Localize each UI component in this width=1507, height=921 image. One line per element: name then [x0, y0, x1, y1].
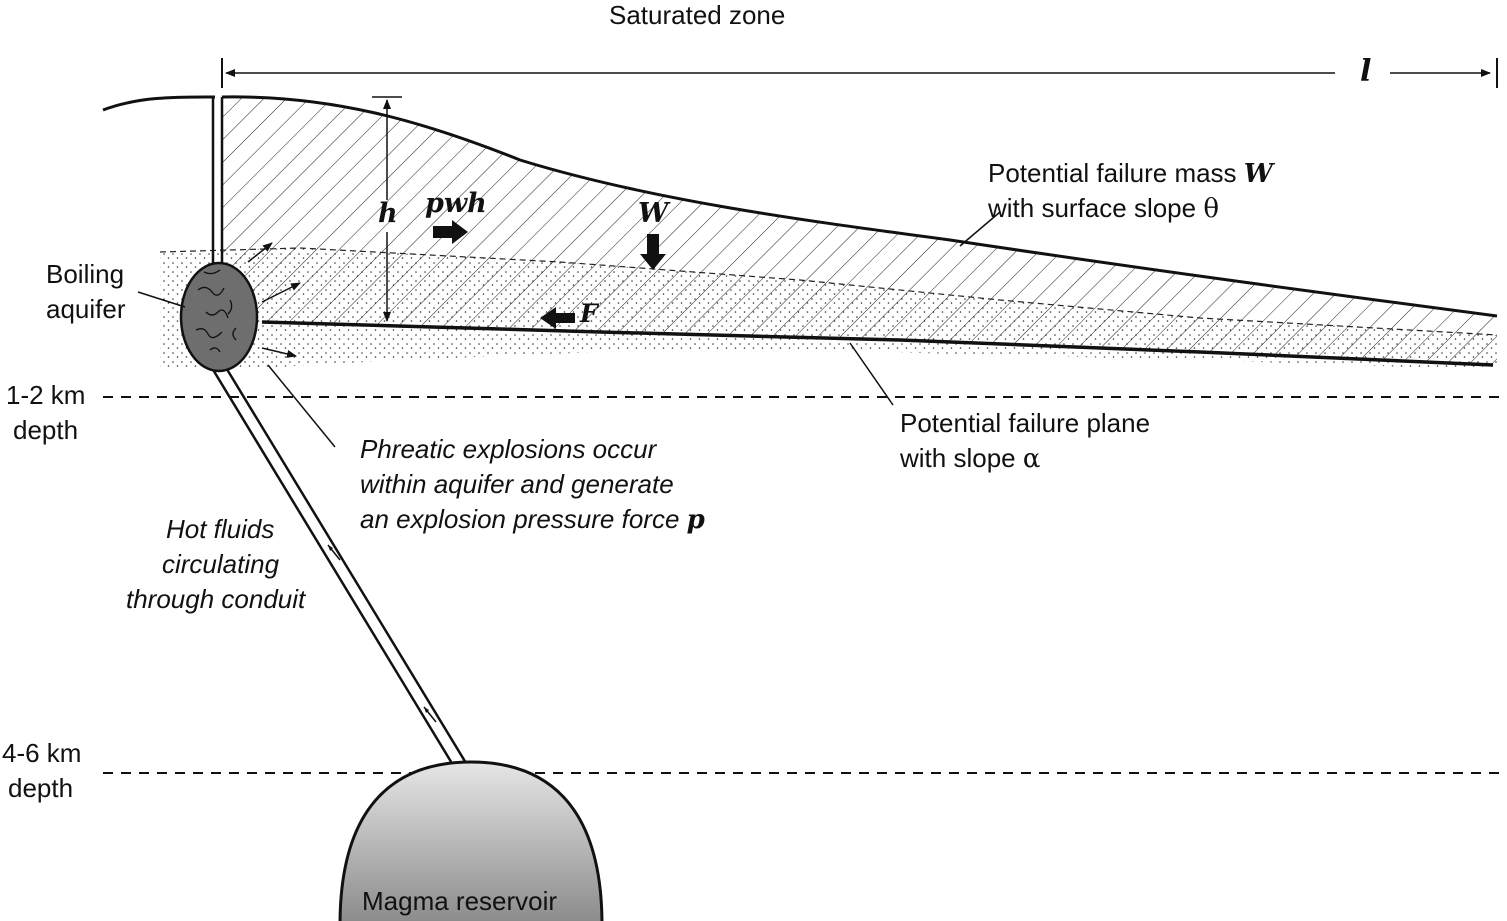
conduit-lower-right: [223, 365, 468, 764]
failure-mass-surface-line: [221, 95, 1498, 318]
phreatic-line-1: Phreatic explosions occur: [360, 434, 657, 464]
theta-symbol: θ: [1203, 194, 1219, 224]
saturated-zone-label: Saturated zone: [609, 0, 786, 30]
depth-4-6-depth-label: depth: [8, 773, 74, 803]
pressure-symbol: p: [686, 505, 705, 535]
depth-1-2-km-label: 1-2 km: [6, 380, 86, 410]
boiling-label: Boiling: [46, 259, 125, 289]
failure-plane-slope-label: with slope α: [900, 441, 1040, 477]
boiling-aquifer: [179, 261, 259, 373]
fluid-arrow-upper-head: [328, 545, 333, 551]
surface-slope-text: with surface slope: [988, 193, 1204, 223]
pwh-force-arrow: [433, 220, 468, 244]
hot-fluids-line-2: circulating: [162, 549, 280, 579]
failure-mass-hatched: [222, 96, 1497, 365]
friction-symbol: F: [580, 299, 598, 328]
aquifer-texture: [195, 269, 237, 353]
failure-mass-symbol: W: [1243, 159, 1273, 189]
weight-force-arrow: [640, 234, 666, 270]
failure-mass-pointer: [959, 211, 1001, 247]
hot-fluids-line-3: through conduit: [126, 584, 306, 614]
failure-mass-text: Potential failure mass: [988, 158, 1244, 188]
alpha-symbol: α: [1022, 444, 1041, 474]
phreatic-line-2: within aquifer and generate: [360, 469, 674, 499]
hot-fluids-line-1: Hot fluids: [166, 514, 275, 544]
explosion-arrow-2: [261, 282, 301, 303]
weight-symbol: W: [638, 198, 669, 229]
phreatic-line-3: an explosion pressure force p: [360, 502, 705, 538]
pwh-label: pwh: [425, 188, 487, 219]
failure-plane-line: [261, 320, 1494, 367]
depth-1-2-depth-label: depth: [13, 415, 79, 445]
height-symbol: h: [378, 198, 398, 229]
conduit-lower-left: [210, 367, 455, 766]
magma-reservoir: [338, 760, 604, 921]
phreatic-pointer: [267, 364, 336, 448]
surface-slope-label: with surface slope θ: [988, 191, 1219, 227]
explosion-arrow-3: [261, 347, 297, 358]
phreatic-line-3-text: an explosion pressure force: [360, 504, 687, 534]
failure-plane-label: Potential failure plane: [900, 408, 1151, 438]
failure-plane-pointer: [849, 342, 894, 406]
length-symbol: l: [1360, 54, 1372, 89]
ground-surface-line: [102, 95, 216, 112]
failure-plane-slope-text: with slope: [900, 443, 1023, 473]
boiling-aquifer-pointer: [137, 291, 186, 308]
failure-mass-label: Potential failure mass W: [988, 156, 1273, 192]
aquifer-label: aquifer: [46, 294, 126, 324]
depth-4-6-km-label: 4-6 km: [2, 738, 82, 768]
friction-force-arrow: [540, 307, 575, 329]
explosion-arrow-1: [247, 242, 273, 263]
fluid-arrow-lower-head: [424, 707, 429, 713]
magma-reservoir-label: Magma reservoir: [362, 886, 558, 916]
